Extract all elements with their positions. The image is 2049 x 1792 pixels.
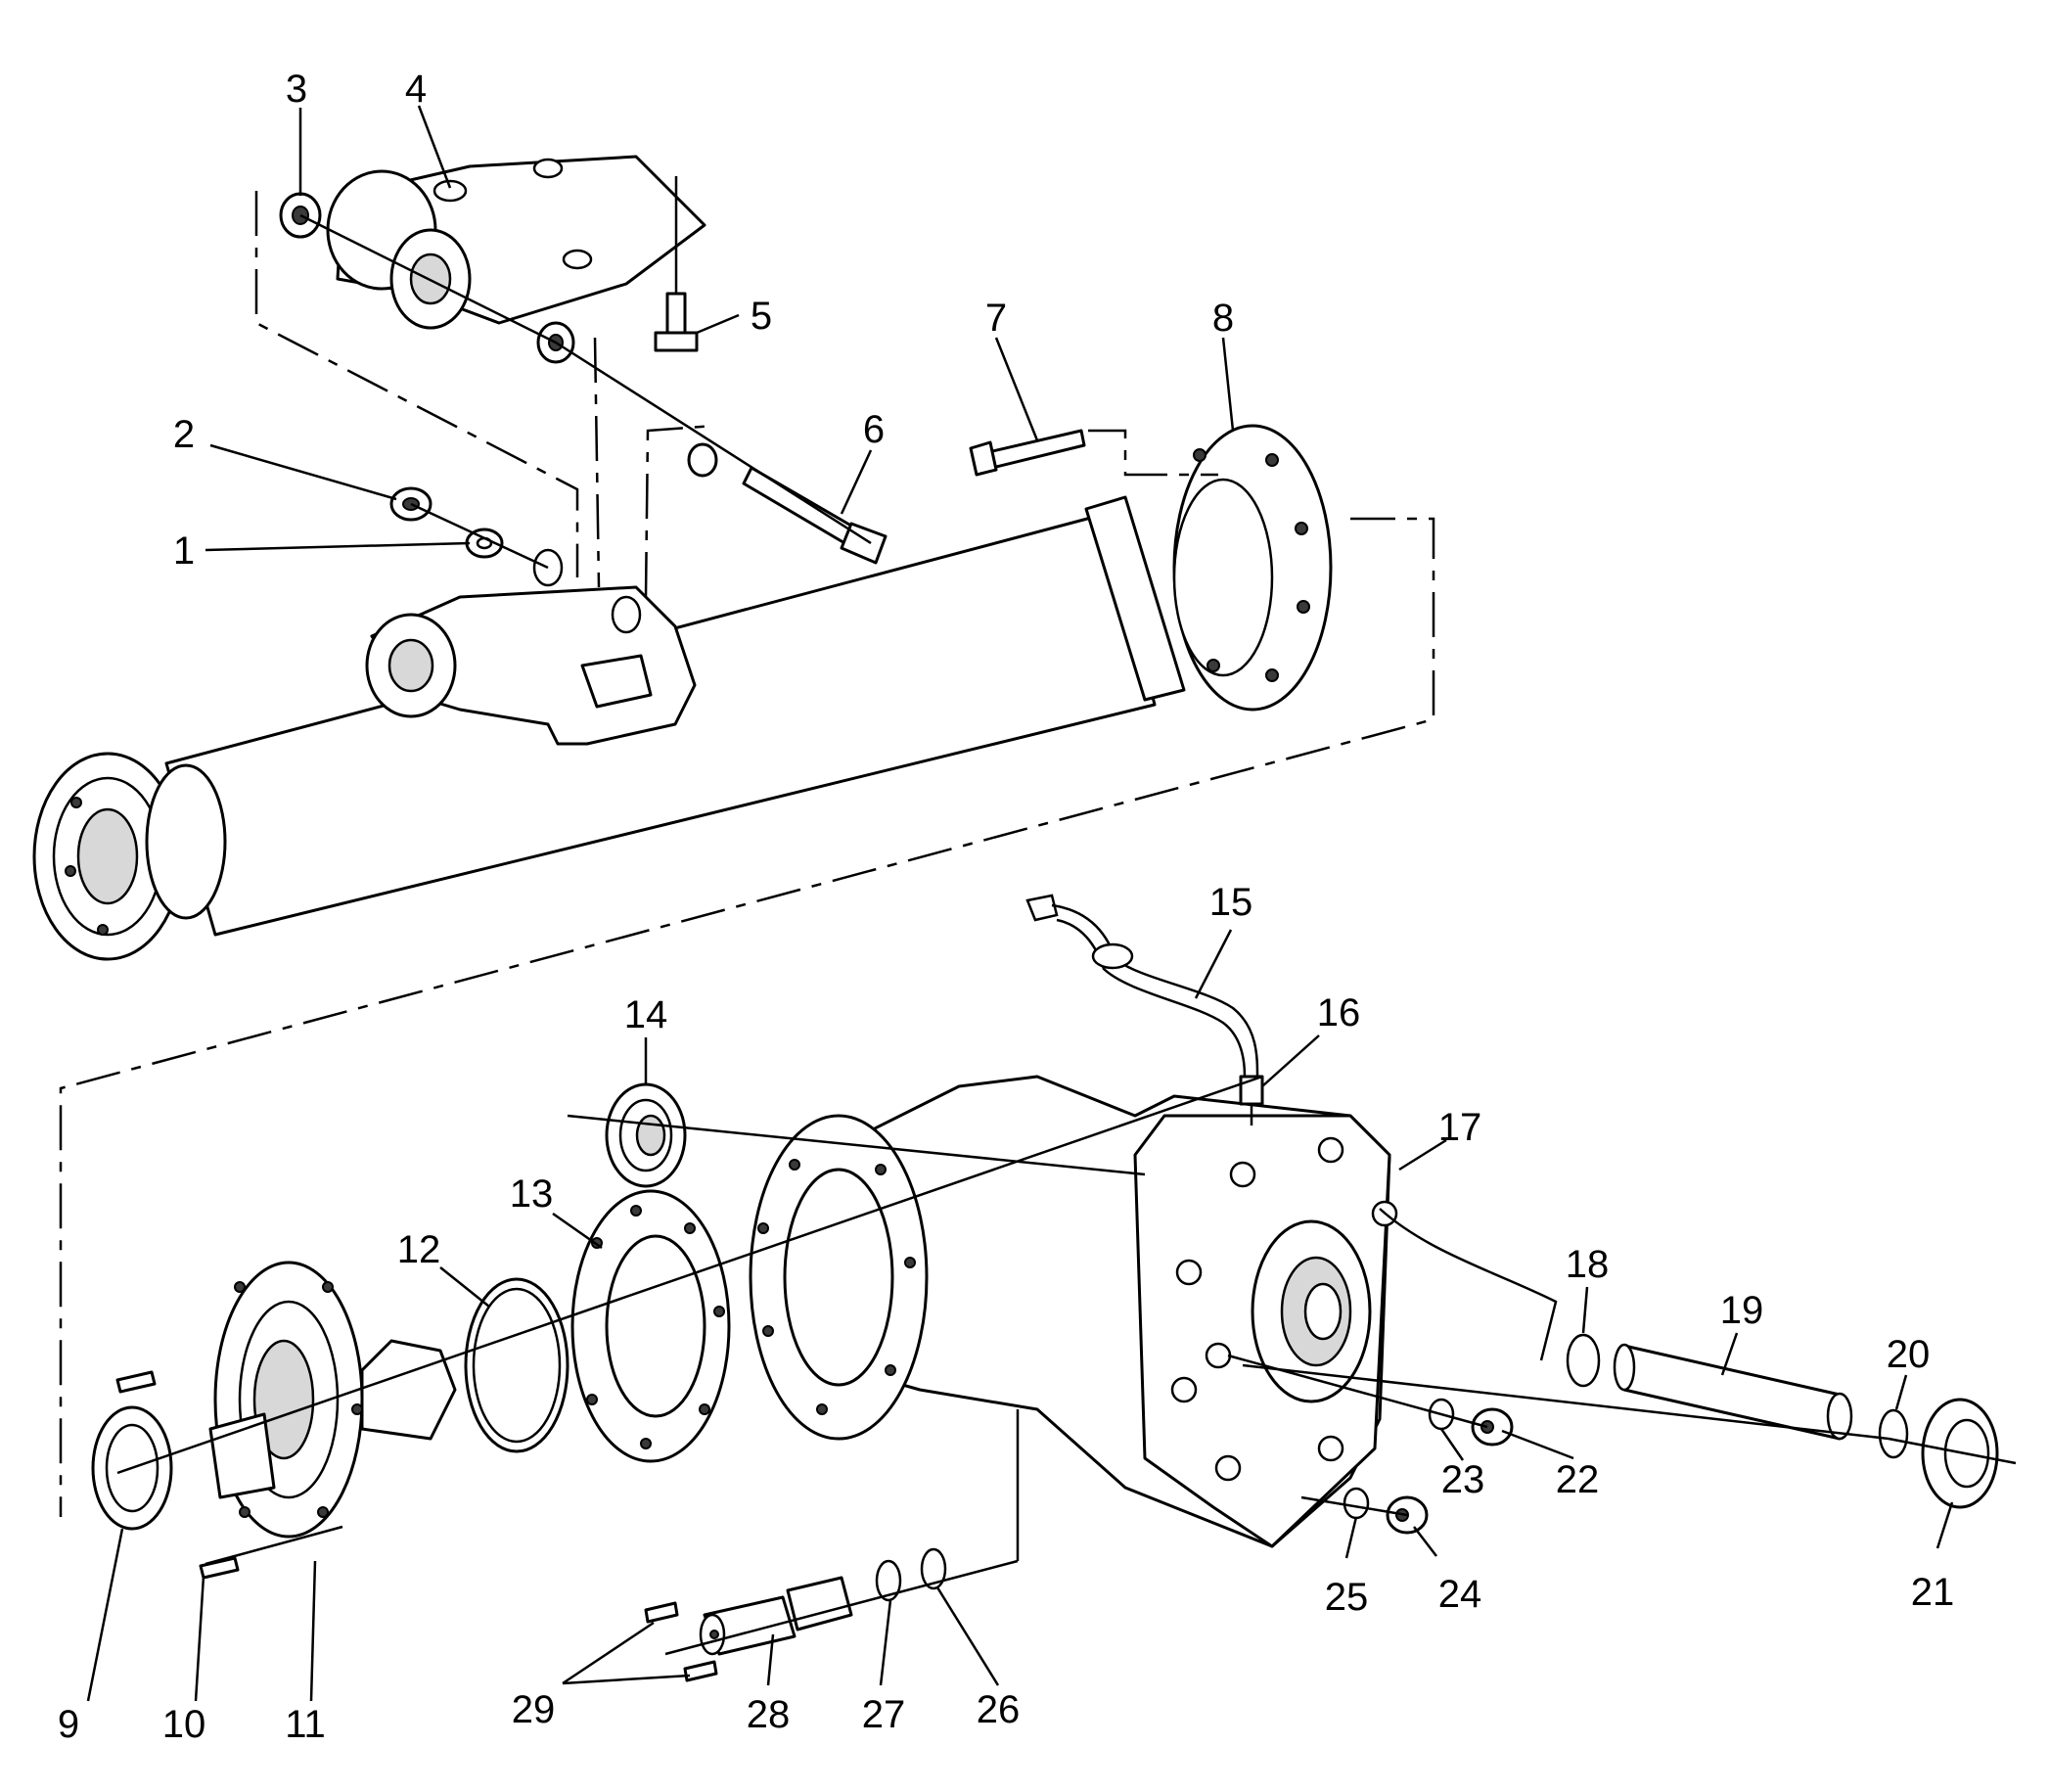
- differential-housing-17: [749, 1075, 1558, 1548]
- mount-bracket-4: [326, 155, 706, 330]
- bolt-6: [687, 442, 888, 565]
- output-shaft-19: [1613, 1343, 1853, 1441]
- seal-14: [605, 1082, 687, 1188]
- callout-4: 4: [405, 68, 427, 111]
- plug-22: [1471, 1407, 1514, 1447]
- gasket-13: [570, 1189, 731, 1463]
- callout-24: 24: [1438, 1573, 1482, 1616]
- callout-14: 14: [624, 993, 668, 1036]
- callout-22: 22: [1556, 1458, 1600, 1501]
- callout-28: 28: [747, 1693, 791, 1736]
- callout-7: 7: [985, 297, 1007, 340]
- callout-29: 29: [512, 1688, 556, 1731]
- callout-27: 27: [862, 1693, 906, 1736]
- callout-6: 6: [863, 408, 885, 451]
- callout-8: 8: [1212, 297, 1234, 340]
- o-ring-27: [875, 1559, 902, 1602]
- bolt-7: [969, 429, 1086, 477]
- callout-20: 20: [1887, 1333, 1931, 1376]
- callout-1: 1: [173, 529, 195, 573]
- callout-21: 21: [1911, 1571, 1955, 1614]
- vent-hose-15: [1025, 894, 1259, 1078]
- bolt-5: [654, 176, 699, 352]
- bolt-10-lower: [199, 1556, 240, 1580]
- tube-mount-bracket: [365, 548, 697, 746]
- callout-19: 19: [1720, 1289, 1764, 1332]
- callout-18: 18: [1566, 1243, 1610, 1286]
- callout-10: 10: [162, 1703, 206, 1746]
- assembly-center-lines: [116, 213, 2017, 1656]
- snap-ring-18: [1566, 1333, 1601, 1388]
- callout-25: 25: [1325, 1576, 1369, 1619]
- callout-12: 12: [397, 1228, 441, 1271]
- sensor-28: [699, 1576, 853, 1656]
- o-ring-12: [464, 1277, 569, 1453]
- callout-11: 11: [285, 1703, 326, 1746]
- callout-2: 2: [173, 413, 195, 456]
- o-ring-26: [920, 1547, 947, 1590]
- dashed-reference-frames: [59, 191, 1435, 1517]
- callout-15: 15: [1209, 881, 1253, 924]
- snap-ring-20: [1878, 1408, 1909, 1459]
- washer-25: [1343, 1487, 1370, 1520]
- callout-16: 16: [1317, 991, 1361, 1034]
- callout-5: 5: [751, 295, 772, 338]
- callout-13: 13: [510, 1172, 554, 1216]
- bolt-10-upper: [115, 1370, 157, 1394]
- callout-leaders: [86, 105, 1954, 1702]
- callout-26: 26: [977, 1688, 1021, 1731]
- callout-23: 23: [1441, 1458, 1485, 1501]
- callout-labels: 1 2 3 4 5 6 7 8 9 10 11 12 13 14 15 16 1…: [58, 68, 1954, 1746]
- callout-3: 3: [286, 68, 307, 111]
- callout-9: 9: [58, 1703, 79, 1746]
- callout-17: 17: [1438, 1106, 1482, 1149]
